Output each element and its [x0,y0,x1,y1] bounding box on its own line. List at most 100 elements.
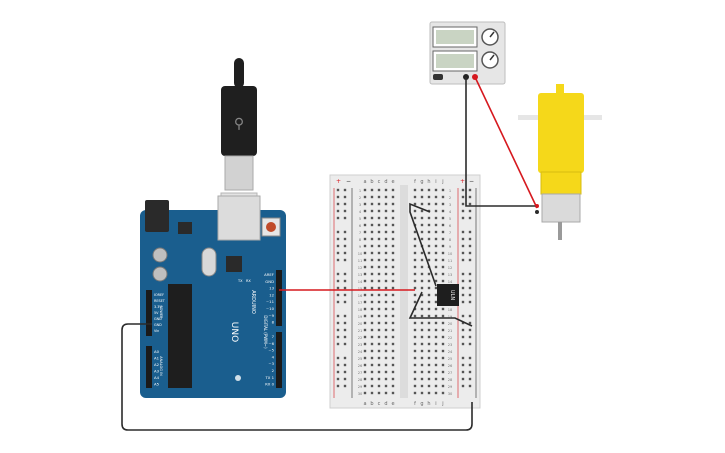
breadboard-hole[interactable] [384,216,388,220]
breadboard-hole[interactable] [384,356,388,360]
breadboard-hole[interactable] [441,188,445,192]
breadboard-hole[interactable] [413,209,417,213]
breadboard-hole[interactable] [420,391,424,395]
breadboard-hole[interactable] [384,272,388,276]
breadboard-hole[interactable] [370,251,374,255]
breadboard-hole[interactable] [427,356,431,360]
breadboard-hole[interactable] [377,363,381,367]
breadboard-hole[interactable] [427,293,431,297]
digital-header-bottom[interactable] [276,332,282,388]
breadboard-hole[interactable] [441,279,445,283]
breadboard-hole[interactable] [427,342,431,346]
breadboard-hole[interactable] [391,356,395,360]
breadboard-hole[interactable] [391,300,395,304]
breadboard-hole[interactable] [441,265,445,269]
breadboard-hole[interactable] [363,321,367,325]
breadboard-hole[interactable] [420,342,424,346]
breadboard-hole[interactable] [434,272,438,276]
breadboard-hole[interactable] [427,349,431,353]
breadboard-hole[interactable] [441,202,445,206]
rail-hole[interactable] [343,321,347,325]
rail-hole[interactable] [343,335,347,339]
breadboard-hole[interactable] [434,209,438,213]
breadboard-hole[interactable] [441,328,445,332]
breadboard-hole[interactable] [391,244,395,248]
rail-hole[interactable] [468,279,472,283]
breadboard-hole[interactable] [391,258,395,262]
breadboard-hole[interactable] [420,251,424,255]
breadboard-hole[interactable] [384,335,388,339]
breadboard-hole[interactable] [427,328,431,332]
rail-hole[interactable] [468,188,472,192]
rail-hole[interactable] [468,314,472,318]
breadboard-hole[interactable] [363,195,367,199]
breadboard-hole[interactable] [413,384,417,388]
rail-hole[interactable] [343,300,347,304]
breadboard-hole[interactable] [370,265,374,269]
breadboard-hole[interactable] [391,391,395,395]
breadboard-hole[interactable] [370,370,374,374]
breadboard-hole[interactable] [363,202,367,206]
rail-hole[interactable] [336,237,340,241]
breadboard-hole[interactable] [363,349,367,353]
breadboard-hole[interactable] [427,188,431,192]
breadboard-hole[interactable] [370,216,374,220]
power-header[interactable] [146,290,152,336]
rail-hole[interactable] [343,258,347,262]
breadboard-hole[interactable] [363,258,367,262]
breadboard-hole[interactable] [370,342,374,346]
breadboard-hole[interactable] [413,321,417,325]
breadboard-hole[interactable] [363,279,367,283]
breadboard-hole[interactable] [391,237,395,241]
breadboard-hole[interactable] [441,321,445,325]
breadboard-hole[interactable] [363,216,367,220]
rail-hole[interactable] [461,356,465,360]
breadboard-hole[interactable] [377,370,381,374]
breadboard-hole[interactable] [434,279,438,283]
rail-hole[interactable] [343,188,347,192]
breadboard-hole[interactable] [420,363,424,367]
wires[interactable] [121,76,538,431]
breadboard-hole[interactable] [363,300,367,304]
rail-hole[interactable] [461,370,465,374]
breadboard-hole[interactable] [370,230,374,234]
rail-hole[interactable] [336,209,340,213]
breadboard-hole[interactable] [363,265,367,269]
breadboard-hole[interactable] [363,328,367,332]
breadboard-hole[interactable] [420,230,424,234]
breadboard-hole[interactable] [384,384,388,388]
rail-hole[interactable] [468,251,472,255]
analog-header[interactable] [146,346,152,388]
breadboard-hole[interactable] [377,195,381,199]
breadboard-hole[interactable] [434,349,438,353]
breadboard-hole[interactable] [391,307,395,311]
breadboard-hole[interactable] [441,384,445,388]
rail-hole[interactable] [468,244,472,248]
breadboard-hole[interactable] [377,314,381,318]
breadboard-hole[interactable] [370,363,374,367]
breadboard-hole[interactable] [420,335,424,339]
breadboard-hole[interactable] [384,286,388,290]
breadboard-hole[interactable] [377,349,381,353]
breadboard-hole[interactable] [370,244,374,248]
breadboard-hole[interactable] [370,356,374,360]
rail-hole[interactable] [461,195,465,199]
breadboard-hole[interactable] [420,258,424,262]
breadboard-hole[interactable] [391,251,395,255]
breadboard-hole[interactable] [377,202,381,206]
breadboard-hole[interactable] [420,188,424,192]
rail-hole[interactable] [336,251,340,255]
breadboard-hole[interactable] [377,293,381,297]
breadboard-hole[interactable] [391,209,395,213]
breadboard-hole[interactable] [377,356,381,360]
breadboard-hole[interactable] [413,272,417,276]
breadboard-hole[interactable] [370,293,374,297]
rail-hole[interactable] [461,258,465,262]
rail-hole[interactable] [336,286,340,290]
breadboard-hole[interactable] [413,188,417,192]
breadboard-hole[interactable] [434,335,438,339]
breadboard-hole[interactable] [420,349,424,353]
breadboard-hole[interactable] [420,321,424,325]
rail-hole[interactable] [468,384,472,388]
breadboard-hole[interactable] [391,293,395,297]
